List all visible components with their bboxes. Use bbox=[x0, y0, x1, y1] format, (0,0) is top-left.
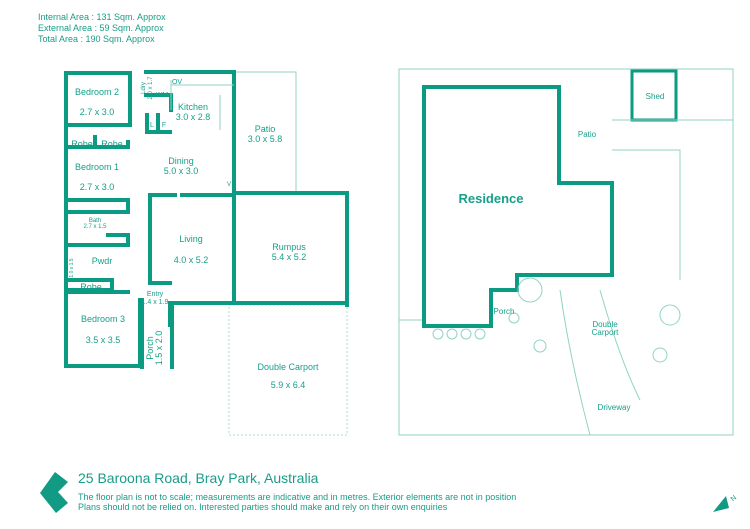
robe-label: Robe bbox=[71, 139, 93, 149]
footer: 25 Baroona Road, Bray Park, Australia Th… bbox=[78, 470, 516, 512]
residence-outline bbox=[422, 85, 614, 328]
interior-walls bbox=[64, 71, 236, 369]
room-label: Double Carport bbox=[257, 362, 319, 372]
internal-area: Internal Area : 131 Sqm. Approx bbox=[38, 12, 166, 22]
room-label: Ldry bbox=[141, 82, 147, 94]
room-label: Rumpus bbox=[272, 242, 306, 252]
room-size: 1.4 x 1.9 bbox=[142, 299, 169, 306]
north-arrow: N bbox=[713, 495, 738, 512]
site-boundary bbox=[398, 68, 734, 436]
room-label: Bedroom 1 bbox=[75, 162, 119, 172]
carport-label: Double bbox=[592, 320, 618, 329]
driveway-label: Driveway bbox=[598, 403, 631, 412]
carport-label: Carport bbox=[592, 328, 619, 337]
property-address: 25 Baroona Road, Bray Park, Australia bbox=[78, 470, 319, 486]
room-label: Porch bbox=[145, 336, 155, 360]
room-label: Entry bbox=[147, 291, 164, 298]
room-label: Bedroom 3 bbox=[81, 314, 125, 324]
fridge-label: F bbox=[162, 122, 166, 129]
room-size: 3.5 x 3.5 bbox=[86, 335, 121, 345]
north-label: N bbox=[730, 495, 738, 504]
robe-label: Robe bbox=[80, 282, 102, 292]
robe-label: Robe bbox=[101, 139, 123, 149]
shed-label: Shed bbox=[646, 92, 665, 101]
oven-label: OV bbox=[172, 79, 182, 86]
patio-label: Patio bbox=[578, 130, 597, 139]
area-summary: Internal Area : 131 Sqm. Approx External… bbox=[38, 12, 166, 45]
room-label: Bath bbox=[89, 218, 101, 224]
room-size: 2.7 x 1.5 bbox=[83, 224, 107, 230]
brand-logo-icon bbox=[40, 472, 68, 513]
room-label: Bedroom 2 bbox=[75, 87, 119, 97]
vent-label: V bbox=[227, 182, 231, 188]
disclaimer-line: The floor plan is not to scale; measurem… bbox=[78, 492, 517, 502]
room-size: 2.7 x 3.0 bbox=[80, 107, 115, 117]
room-size: 1.5 x 2.0 bbox=[154, 331, 164, 366]
room-label: Patio bbox=[255, 124, 276, 134]
disclaimer-line: Plans should not be relied on. Intereste… bbox=[78, 502, 448, 512]
room-size: 3.0 x 5.8 bbox=[248, 134, 283, 144]
room-label: Living bbox=[179, 234, 203, 244]
room-size: 4.0 x 5.2 bbox=[174, 255, 209, 265]
compass-icon bbox=[713, 496, 729, 512]
site-lines bbox=[399, 119, 733, 436]
external-area: External Area : 59 Sqm. Approx bbox=[38, 23, 164, 33]
room-size: 3.0 x 2.8 bbox=[176, 112, 211, 122]
linen-label: L bbox=[150, 122, 154, 129]
room-size: 5.9 x 6.4 bbox=[271, 380, 306, 390]
room-size: 5.0 x 3.0 bbox=[164, 166, 199, 176]
room-size: 2.0 x 1.7 bbox=[148, 76, 154, 100]
porch-label: Porch bbox=[494, 307, 515, 316]
site-plan: Residence Shed Patio Porch Double Carpor… bbox=[398, 68, 734, 436]
total-area: Total Area : 190 Sqm. Approx bbox=[38, 34, 155, 44]
room-label: Kitchen bbox=[178, 102, 208, 112]
room-size: 1.0 x 1.5 bbox=[69, 258, 75, 277]
kitchen-bench bbox=[170, 80, 234, 130]
washing-machine-label: WM bbox=[156, 92, 169, 99]
room-label: Dining bbox=[168, 156, 194, 166]
floor-plan: Bedroom 2 2.7 x 3.0 Bedroom 1 2.7 x 3.0 … bbox=[64, 70, 349, 436]
logo bbox=[40, 472, 68, 513]
trees bbox=[432, 277, 681, 363]
residence-label: Residence bbox=[458, 191, 523, 206]
room-label: Pwdr bbox=[92, 256, 113, 266]
room-size: 5.4 x 5.2 bbox=[272, 252, 307, 262]
room-size: 2.7 x 3.0 bbox=[80, 182, 115, 192]
